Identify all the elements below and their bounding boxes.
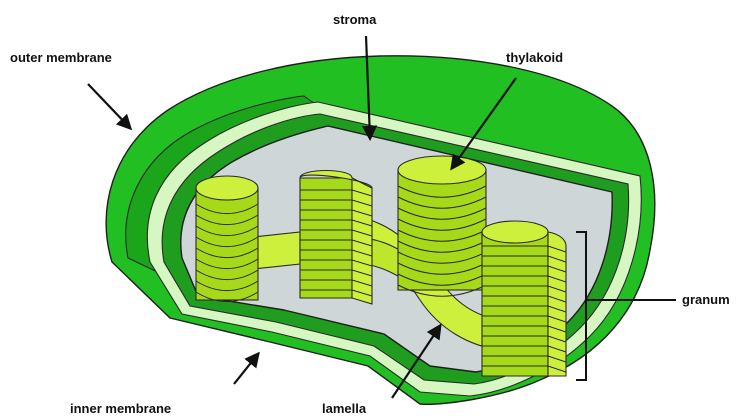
granum-center-cut xyxy=(300,171,372,305)
label-outer-membrane: outer membrane xyxy=(10,50,112,65)
granum-right-front xyxy=(482,221,566,376)
granum-left xyxy=(196,176,258,302)
label-inner-membrane: inner membrane xyxy=(70,401,171,416)
label-thylakoid: thylakoid xyxy=(506,50,563,65)
granum-right-top xyxy=(398,156,486,296)
arrow-icon-inner-membrane xyxy=(234,354,258,384)
label-stroma: stroma xyxy=(333,12,377,27)
label-lamella: lamella xyxy=(322,401,367,416)
label-granum: granum xyxy=(682,292,730,307)
arrow-icon-outer-membrane xyxy=(88,84,130,128)
